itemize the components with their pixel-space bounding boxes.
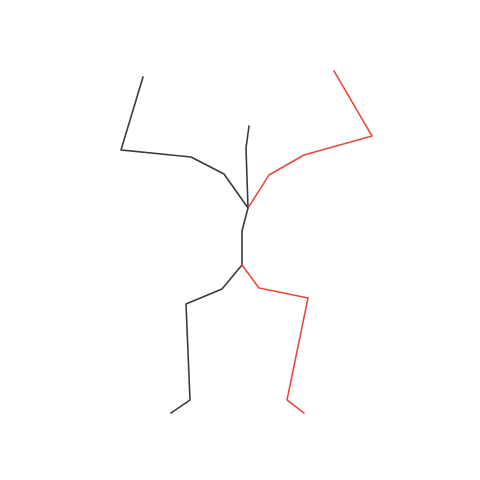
right-arm-line xyxy=(247,70,373,209)
left-arm-line xyxy=(120,76,249,209)
spine-line xyxy=(241,207,249,266)
right-leg-line xyxy=(241,264,309,414)
left-leg-line xyxy=(170,264,243,414)
neck-head-line xyxy=(245,125,250,209)
